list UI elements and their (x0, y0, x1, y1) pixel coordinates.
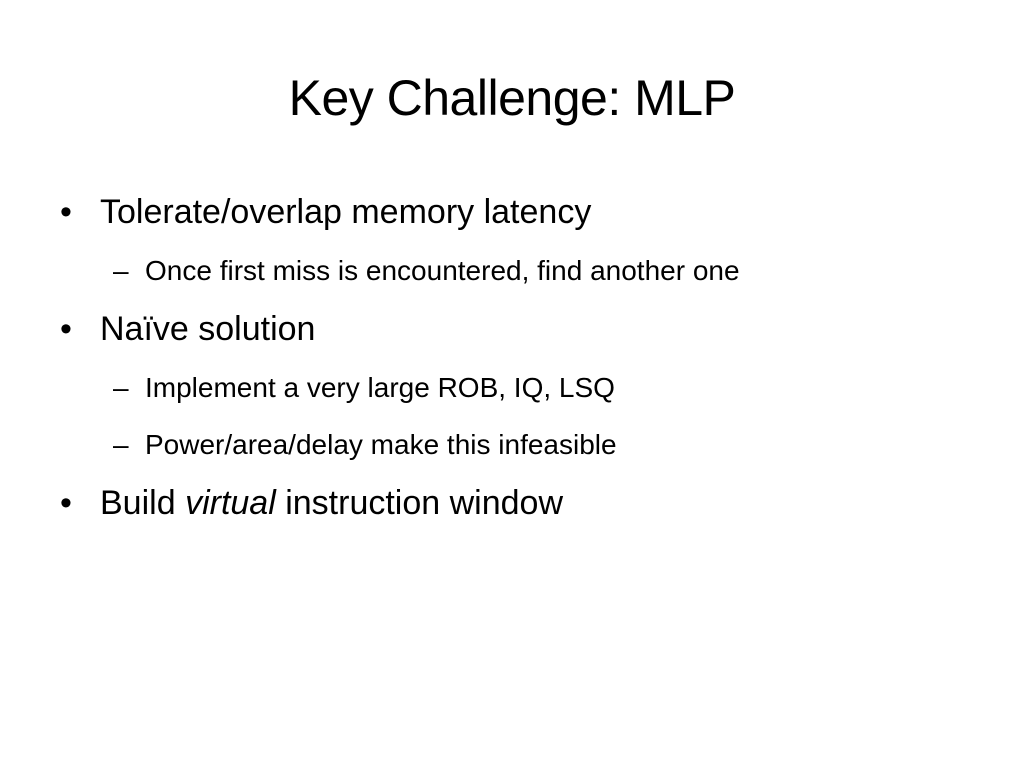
slide-body: • Tolerate/overlap memory latency – Once… (60, 188, 980, 527)
slide-title: Key Challenge: MLP (288, 70, 736, 126)
bullet-marker: • (60, 484, 72, 522)
bullet-marker: • (60, 193, 72, 231)
bullet-text-emphasis: virtual (185, 484, 276, 522)
sub-bullet-marker: – (113, 255, 129, 286)
sub-bullet-text: Once first miss is encountered, find ano… (145, 255, 740, 286)
bullet-item: • Naïve solution (60, 305, 980, 353)
sub-bullet-marker: – (113, 429, 129, 460)
sub-bullet-item: – Implement a very large ROB, IQ, LSQ (60, 367, 980, 409)
bullet-text: Naïve solution (100, 310, 316, 348)
bullet-item: • Build virtual instruction window (60, 479, 980, 527)
sub-bullet-item: – Once first miss is encountered, find a… (60, 250, 980, 292)
bullet-text-after: instruction window (275, 484, 564, 522)
sub-bullet-text: Power/area/delay make this infeasible (145, 429, 617, 460)
sub-bullet-item: – Power/area/delay make this infeasible (60, 424, 980, 466)
bullet-item: • Tolerate/overlap memory latency (60, 188, 980, 236)
bullet-text: Build virtual instruction window (100, 484, 563, 522)
bullet-marker: • (60, 310, 72, 348)
sub-bullet-marker: – (113, 372, 129, 403)
bullet-text: Tolerate/overlap memory latency (100, 193, 592, 231)
bullet-text-before: Build (100, 484, 186, 522)
sub-bullet-text: Implement a very large ROB, IQ, LSQ (145, 372, 615, 403)
